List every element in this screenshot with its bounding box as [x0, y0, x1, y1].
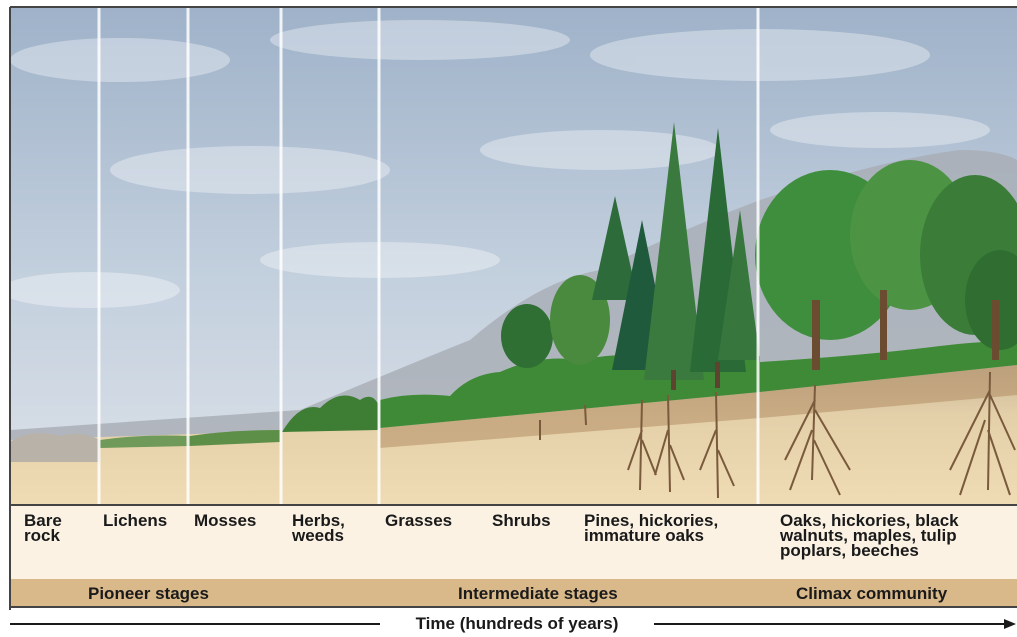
stage-label-grasses: Grasses: [385, 513, 452, 528]
band-label-intermediate: Intermediate stages: [458, 584, 618, 604]
stage-label-bare-rock: Bare rock: [24, 513, 62, 543]
stage-label-pines: Pines, hickories, immature oaks: [584, 513, 718, 543]
stage-label-mosses: Mosses: [194, 513, 256, 528]
band-label-pioneer: Pioneer stages: [88, 584, 209, 604]
stage-label-lichens: Lichens: [103, 513, 167, 528]
band-label-climax: Climax community: [796, 584, 947, 604]
time-axis-arrowhead: [1004, 619, 1016, 629]
stage-label-climax-trees: Oaks, hickories, black walnuts, maples, …: [780, 513, 959, 558]
bare-rock: [10, 433, 100, 462]
stage-label-herbs-weeds: Herbs, weeds: [292, 513, 345, 543]
stage-label-shrubs: Shrubs: [492, 513, 551, 528]
time-axis-label: Time (hundreds of years): [380, 614, 654, 634]
